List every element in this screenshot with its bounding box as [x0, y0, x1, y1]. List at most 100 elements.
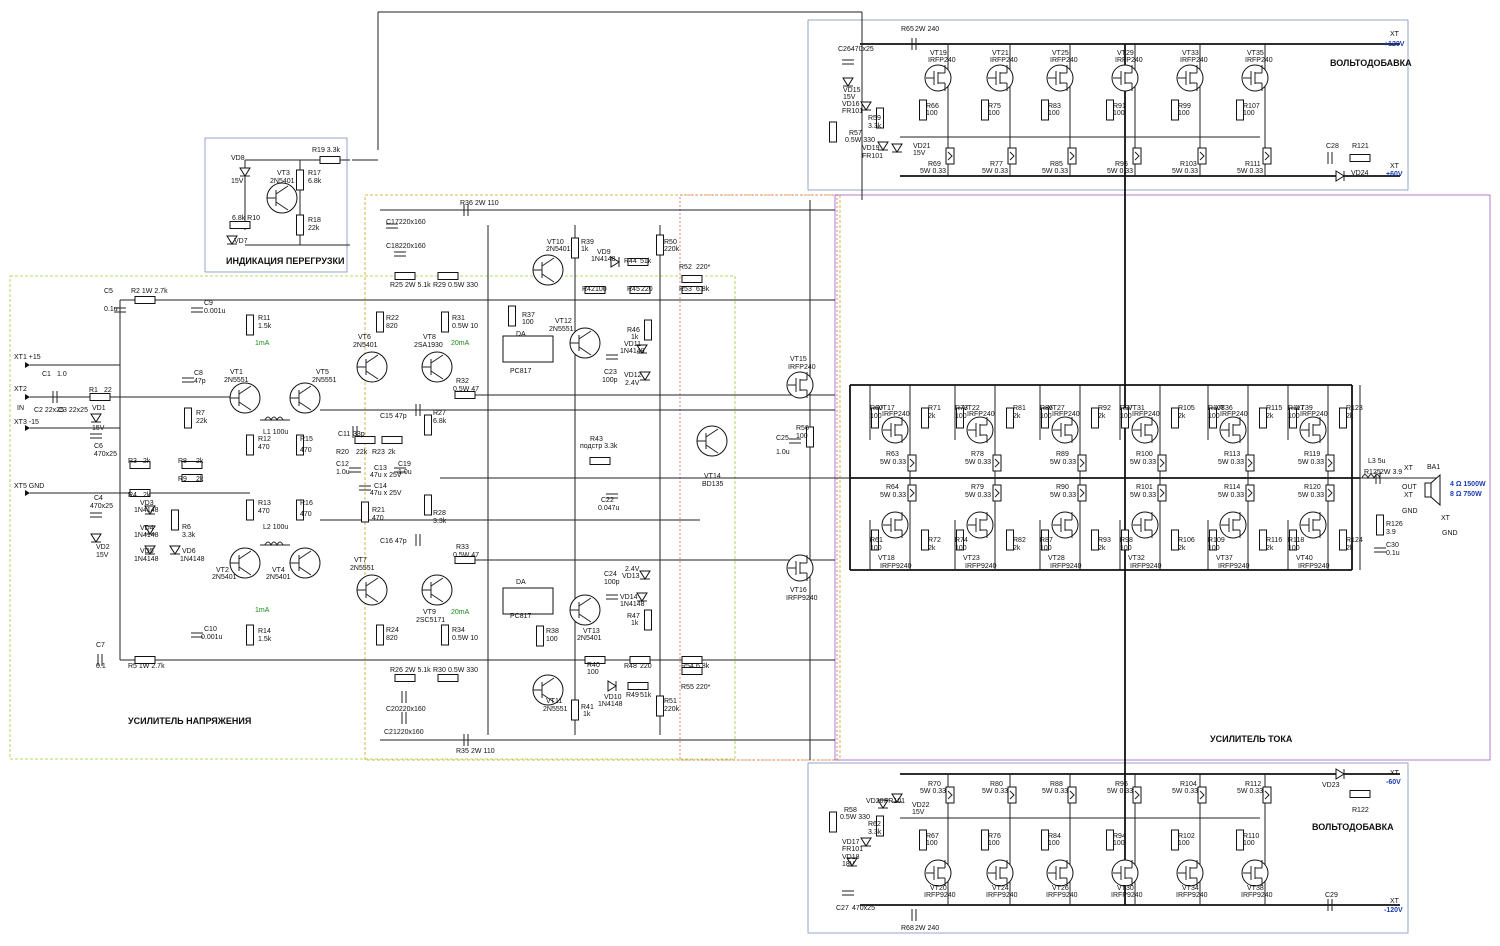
output-n-5-ra: R117: [1288, 405, 1304, 412]
gnd-xt-label: XT: [1404, 492, 1414, 499]
output-n-4-type: IRFP240: [1220, 411, 1248, 418]
booster-top-0-rs: R69: [928, 161, 941, 168]
ba-xt-label: XT: [1441, 515, 1451, 522]
r57-label: R57: [849, 130, 862, 137]
r2-label: R2 1W 2.7k: [131, 288, 168, 295]
r126-label: R126: [1386, 521, 1403, 528]
booster-bot-2-vt: VT26: [1052, 885, 1069, 892]
overload-section: [204, 137, 348, 273]
r29-label: R29: [433, 282, 446, 289]
output-p-4-rs-value: 5W 0.33: [1218, 492, 1244, 499]
vt16-type: IRFP9240: [786, 595, 818, 602]
vd24-label: VD24: [1351, 170, 1369, 177]
c18-label: C18220x160: [386, 243, 426, 250]
booster-top-2-vt: VT25: [1052, 50, 1069, 57]
output-p-5-rb-value: 2k: [1346, 545, 1354, 552]
booster-top-0-type: IRFP240: [928, 57, 956, 64]
mosfet-n: [1131, 416, 1159, 444]
booster-top-section: [807, 19, 1409, 191]
r36-value: 2W 110: [475, 200, 499, 207]
vt12-type: 2N5551: [549, 326, 574, 333]
c2-label: C2 22x25: [34, 407, 64, 414]
r17-label: R17: [308, 170, 321, 177]
c6-label: C6: [94, 443, 103, 450]
booster-top-5-rg-value: 100: [1243, 110, 1255, 117]
output-p-3-vt: VT32: [1128, 555, 1145, 562]
output-p-2-rb-value: 2k: [1098, 545, 1106, 552]
r35-label: R35: [456, 748, 469, 755]
output-p-2-vt: VT28: [1048, 555, 1065, 562]
mosfet-n: [1219, 416, 1247, 444]
r9-label: R9: [178, 476, 187, 483]
output-p-1-ra: R74: [955, 537, 968, 544]
r21-label: R21: [372, 507, 385, 514]
booster-bot-1-type: IRFP9240: [986, 892, 1018, 899]
vd15-value: 15V: [843, 94, 856, 101]
r33-label: R33: [456, 544, 469, 551]
output-n-0-rs-value: 5W 0.33: [880, 459, 906, 466]
r13-value: 470: [258, 508, 270, 515]
r62-value: 3.3k: [868, 829, 882, 836]
vd20-type: FR101: [884, 798, 905, 805]
booster-top-4-rg: R99: [1178, 103, 1191, 110]
booster-bot-5-rg-value: 100: [1243, 840, 1255, 847]
output-p-3-rb-value: 2k: [1178, 545, 1186, 552]
vd12-label: VD12: [624, 372, 642, 379]
booster-bot-0-type: IRFP9240: [924, 892, 956, 899]
output-n-0-rb-value: 2k: [928, 413, 936, 420]
mosfet-p: [1219, 511, 1247, 539]
c11-label: C11: [338, 431, 350, 438]
output-n-2-vt: VT27: [1048, 405, 1065, 412]
source-resistor: [1245, 454, 1255, 472]
r8-label: R8: [178, 458, 187, 465]
c4-label: C4: [94, 495, 103, 502]
r45-label: R45: [627, 286, 640, 293]
r38-value: 100: [546, 636, 558, 643]
r51-value: 220k: [664, 706, 680, 713]
xt5-label: XT5 GND: [14, 483, 44, 490]
r46-value: 1k: [631, 334, 639, 341]
output-n-0-type: IRFP240: [882, 411, 910, 418]
output-p-3-rs: R101: [1136, 484, 1153, 491]
p120-label: +120V: [1384, 41, 1405, 48]
output-n-0-rs: R63: [886, 451, 899, 458]
output-p-3-rb: R106: [1178, 537, 1195, 544]
xt1-label: XT1 +15: [14, 354, 41, 361]
r31-value: 0.5W 10: [452, 323, 478, 330]
mosfet-p: [1299, 511, 1327, 539]
c9-value: 0.001u: [204, 308, 226, 315]
c24-label: C24: [604, 571, 617, 578]
r55-label: R55: [681, 684, 694, 691]
booster-source-resistor: [1067, 786, 1077, 804]
booster-top-1-vt: VT21: [992, 50, 1009, 57]
booster-mosfet: [1241, 64, 1269, 92]
booster-top-3-type: IRFP240: [1115, 57, 1143, 64]
output-p-2-ra: R87: [1040, 537, 1053, 544]
r14-label: R14: [258, 628, 271, 635]
r23-value: 2k: [388, 449, 396, 456]
booster-mosfet: [924, 859, 952, 887]
da1-type: PC817: [510, 368, 532, 375]
vd13-label: VD13: [622, 573, 640, 580]
vd3-label: VD3: [140, 500, 154, 507]
booster-bot-0-rs: R70: [928, 781, 941, 788]
output-p-5-rs-value: 5W 0.33: [1298, 492, 1324, 499]
r49-value: 51k: [640, 692, 652, 699]
r36-label: R36: [460, 200, 473, 207]
r43-label: R43: [590, 436, 603, 443]
r27-label: R27: [433, 410, 446, 417]
booster-bot-1-vt: VT24: [992, 885, 1009, 892]
output-p-1-rs: R79: [971, 484, 984, 491]
output-n-3-type: IRFP240: [1132, 411, 1160, 418]
vt15-label: VT15: [790, 356, 807, 363]
booster-mosfet: [1046, 64, 1074, 92]
output-n-5-vt: VT39: [1296, 405, 1313, 412]
output-p-3-type: IRFP9240: [1130, 563, 1162, 570]
output-n-2-rb-value: 2k: [1098, 413, 1106, 420]
mosfet-p: [1131, 511, 1159, 539]
booster-top-0-rg-value: 100: [926, 110, 938, 117]
c28-label: C28: [1326, 143, 1339, 150]
r21-value: 470: [372, 515, 384, 522]
r54-label: R54: [681, 663, 694, 670]
